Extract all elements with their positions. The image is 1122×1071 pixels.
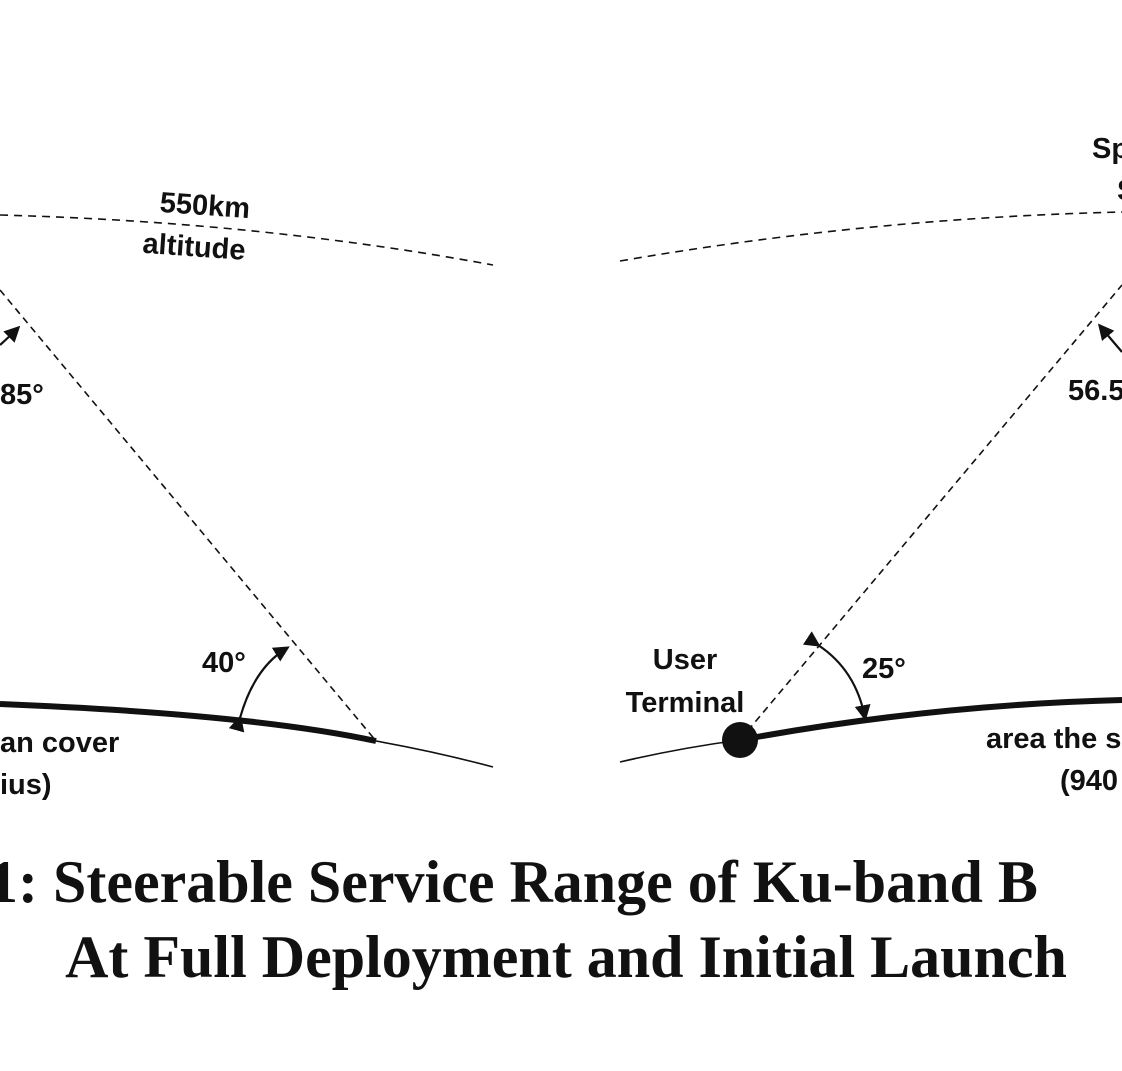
user-terminal-label-line2: Terminal [626,687,745,719]
left-beam-edge-line [0,289,377,742]
left-nadir-angle-label: 85° [0,379,44,411]
right-panel: Sp S 56.5 25° User Terminal area the s (… [619,133,1122,797]
right-elevation-angle-label: 25° [862,653,906,685]
user-terminal-dot [722,722,758,758]
right-nadir-angle-label: 56.5 [1068,375,1122,407]
right-satellite-label-line1: Sp [1092,133,1122,165]
figure-caption: 1: Steerable Service Range of Ku-band B … [0,849,1067,990]
right-elevation-angle-arrow [802,631,871,722]
left-panel: 550km altitude 85° 40° an cover ius) [0,187,494,801]
right-coverage-label-line1: area the s [986,723,1121,755]
right-earth-surface [619,739,741,763]
left-altitude-word: altitude [141,228,246,267]
right-coverage-label-line2: (940 [1060,765,1118,797]
left-coverage-label-line1: an cover [0,727,119,759]
left-coverage-arc [0,701,377,744]
right-beam-edge-line [739,284,1122,741]
caption-line-2: At Full Deployment and Initial Launch [65,924,1067,990]
right-orbit-arc [619,211,1122,262]
caption-line-1: 1: Steerable Service Range of Ku-band B [0,849,1038,915]
left-elevation-angle-arrow [228,646,290,733]
left-elevation-angle-label: 40° [202,647,246,679]
right-satellite-label-line2: S [1117,175,1122,207]
right-nadir-angle-arrow [1097,323,1122,353]
left-altitude-value: 550km [159,187,251,225]
user-terminal-label-line1: User [653,644,718,676]
left-orbit-arc [0,214,494,266]
right-coverage-arc [739,697,1122,743]
left-coverage-label-line2: ius) [0,769,52,801]
left-nadir-angle-arrow [0,325,21,346]
